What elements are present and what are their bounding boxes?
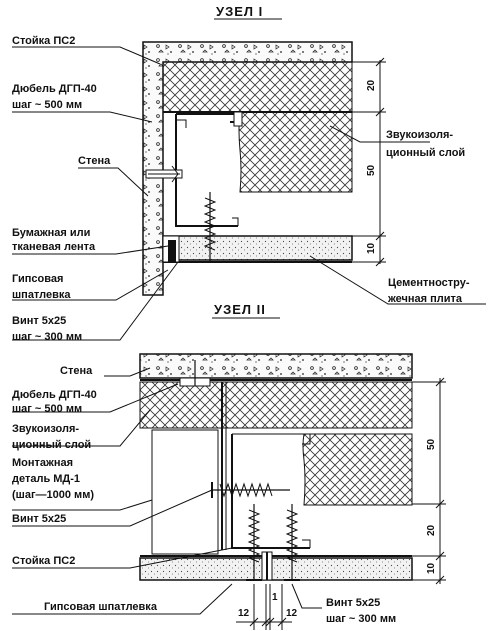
node1-dim-20: 20 (366, 79, 377, 91)
node1-profile (175, 111, 243, 227)
node2-dim-10: 10 (426, 562, 437, 574)
node2-label-mont-1: Монтажная (12, 457, 73, 469)
node1-leaders (12, 46, 486, 341)
node2-slab (139, 353, 413, 381)
node2-board (139, 551, 413, 581)
node1-label-lenta-1: Бумажная или (12, 227, 90, 239)
node2-dim-50: 50 (426, 438, 437, 450)
node1-dim-10: 10 (366, 242, 377, 254)
node1-dim-50: 50 (366, 164, 377, 176)
node1-board (162, 235, 353, 263)
node2-profile (231, 433, 311, 549)
node2-screw-left (246, 504, 262, 581)
node2-screw-right (284, 504, 300, 581)
node2-dim-12-right: 12 (286, 608, 298, 619)
node2-label-mont-2: деталь МД-1 (12, 473, 80, 485)
node2-label-zvuk-1: Звукоизоля- (12, 423, 79, 435)
node1-insulation-top (162, 61, 353, 113)
node1-label-dyubel-1: Дюбель ДГП-40 (12, 83, 97, 95)
node1-insulation-side (238, 111, 353, 193)
node2-dim-12-left: 12 (238, 608, 250, 619)
node2-insulation-top (139, 381, 413, 429)
node1-label-cem-1: Цементностру- (388, 277, 470, 289)
node2-dimension-line (412, 377, 446, 585)
node2-label-vint-2: шаг ~ 300 мм (326, 613, 396, 625)
node1-label-gips-1: Гипсовая (12, 273, 63, 285)
node1-label-stoyka: Стойка ПС2 (12, 35, 75, 47)
node2-label-vint: Винт 5х25 (12, 513, 66, 525)
node1-label-lenta-2: тканевая лента (12, 241, 96, 253)
node1-label-cem-2: жечная плита (387, 293, 463, 305)
node1-label-dyubel-2: шаг ~ 500 мм (12, 99, 82, 111)
node2-label-dyubel-1: Дюбель ДГП-40 (12, 389, 97, 401)
node2-label-gips: Гипсовая шпатлевка (44, 601, 158, 613)
node1-label-stena: Стена (78, 155, 111, 167)
node2-label-stena: Стена (60, 365, 93, 377)
node1-corner-joint (162, 235, 180, 263)
node2-side-screw (211, 482, 290, 498)
node1-dowel (145, 165, 183, 183)
node2-label-dyubel-2: шаг ~ 500 мм (12, 403, 82, 415)
node2-dim-1: 1 (272, 592, 278, 603)
node2-label-zvuk-2: ционный слой (12, 439, 91, 451)
node1-label-zvuk-2: ционный слой (386, 147, 465, 159)
node1-label-gips-2: шпатлевка (12, 289, 71, 301)
node2-top-dowel (179, 360, 211, 387)
node2-label-stoyka: Стойка ПС2 (12, 555, 75, 567)
node2-leaders (12, 367, 322, 615)
node1-screw (200, 192, 220, 263)
node2-title: УЗЕЛ II (214, 302, 266, 317)
node1-label-vint-2: шаг ~ 300 мм (12, 331, 82, 343)
node2-insulation-right (302, 433, 413, 506)
node2-bottom-dimension (236, 584, 292, 630)
node1-label-vint-1: Винт 5х25 (12, 315, 66, 327)
node1-label-zvuk-1: Звукоизоля- (386, 129, 453, 141)
node1-dimension-line (352, 57, 386, 267)
node2-dim-20: 20 (426, 524, 437, 536)
node2-label-vint-1: Винт 5х25 (326, 597, 380, 609)
node2-label-mont-3: (шаг—1000 мм) (12, 489, 94, 501)
node1-title: УЗЕЛ I (216, 4, 263, 19)
